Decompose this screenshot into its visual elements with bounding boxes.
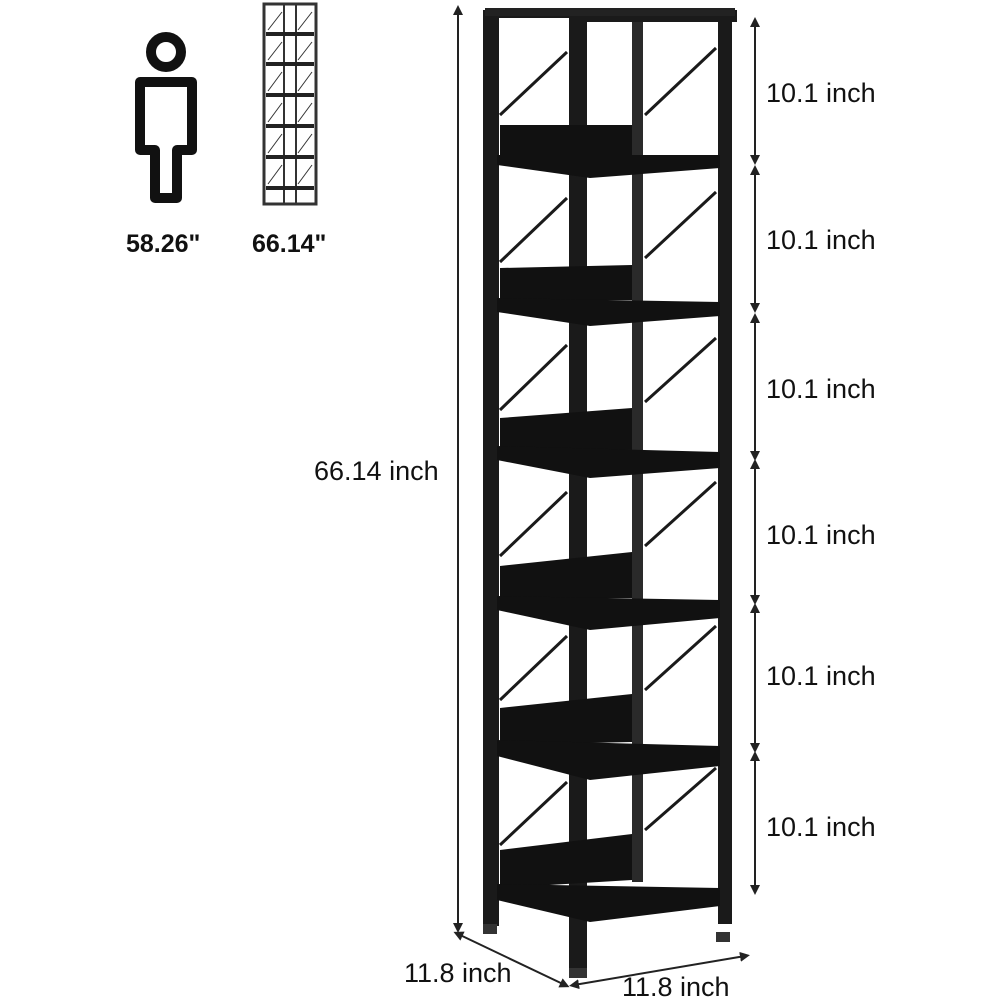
gap-label-6: 10.1 inch bbox=[766, 812, 876, 842]
mini-bookshelf-icon bbox=[262, 2, 318, 206]
shelf-boards bbox=[497, 125, 720, 922]
person-silhouette-icon bbox=[135, 32, 197, 203]
cross-braces bbox=[498, 46, 718, 847]
shelf-height-label: 66.14" bbox=[252, 230, 327, 258]
depth-line bbox=[453, 931, 570, 988]
person-height-label: 58.26" bbox=[126, 230, 201, 258]
shelf-6 bbox=[497, 834, 720, 922]
shelf-1 bbox=[497, 125, 720, 178]
gap-label-3: 10.1 inch bbox=[766, 374, 876, 404]
total-height-label: 66.14 inch bbox=[314, 456, 439, 486]
shelf-2 bbox=[497, 265, 720, 326]
shelf-5 bbox=[497, 694, 720, 780]
width-line bbox=[569, 951, 750, 990]
shelf-3 bbox=[497, 408, 720, 478]
gap-label-4: 10.1 inch bbox=[766, 520, 876, 550]
dimension-lines bbox=[453, 4, 760, 990]
gap-label-1: 10.1 inch bbox=[766, 78, 876, 108]
gap-label-5: 10.1 inch bbox=[766, 661, 876, 691]
depth-label: 11.8 inch bbox=[404, 958, 512, 988]
gap-label-2: 10.1 inch bbox=[766, 225, 876, 255]
shelf-4 bbox=[497, 552, 720, 630]
width-label: 11.8 inch bbox=[622, 972, 730, 1002]
